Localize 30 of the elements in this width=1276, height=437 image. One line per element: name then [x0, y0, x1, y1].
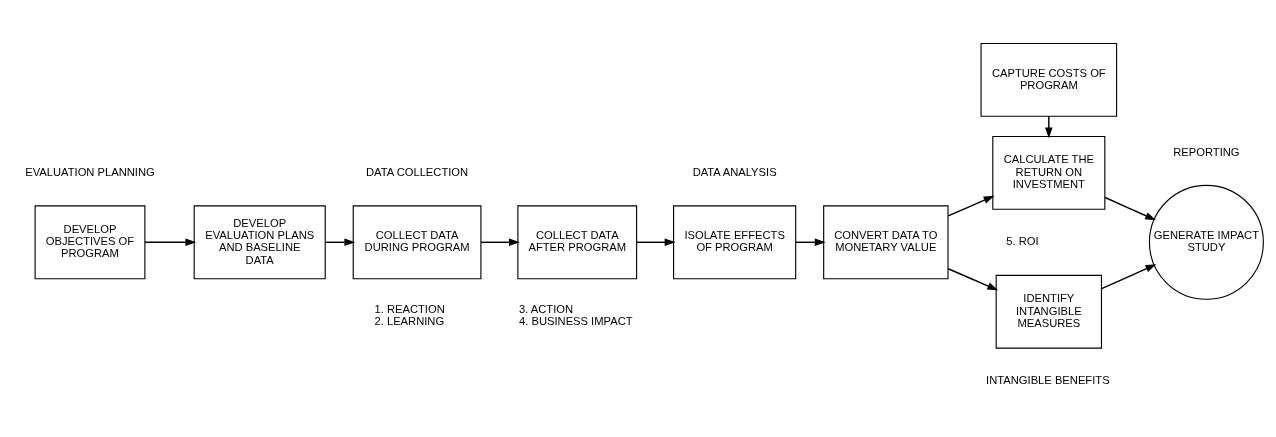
arrow [1103, 196, 1156, 221]
label: DATA ANALYSIS [692, 165, 777, 178]
node-label: 4. BUSINESS IMPACT [518, 315, 633, 328]
node-box: CALCULATE THE RETURN ON INVESTMENT [991, 135, 1105, 210]
arrow [1044, 115, 1053, 139]
node-box: DEVELOP EVALUATION PLANS AND BASELINE DATA [193, 205, 326, 280]
arrow [635, 238, 675, 247]
label: REPORTING [1172, 145, 1240, 158]
arrow [324, 238, 355, 247]
node-label: INTANGIBLE BENEFITS [985, 374, 1110, 386]
node-label: 2. LEARNING [374, 315, 444, 328]
node-box: IDENTIFY INTANGIBLE MEASURES [995, 274, 1102, 349]
node-label: 3. ACTION [518, 302, 573, 315]
node-box: CONVERT DATA TO MONETARY VALUE [822, 205, 949, 280]
node-box: CAPTURE COSTS OF PROGRAM [980, 42, 1117, 117]
arrow [143, 238, 196, 247]
node-box: DEVELOP OBJECTIVES OF PROGRAM [34, 205, 145, 280]
node-box: COLLECT DATA AFTER PROGRAM [516, 205, 637, 280]
node-box: COLLECT DATA DURING PROGRAM [352, 205, 481, 280]
arrow [946, 268, 998, 291]
node-circle: GENERATE IMPACT STUDY [1148, 184, 1264, 300]
node-label: 5. ROI [1005, 235, 1039, 248]
arrow [946, 195, 994, 217]
arrow [794, 238, 826, 247]
label: DATA COLLECTION [365, 165, 468, 178]
node-label: 1. REACTION [374, 302, 445, 315]
arrow [479, 238, 520, 247]
node-box: ISOLATE EFFECTS OF PROGRAM [672, 205, 796, 280]
label: EVALUATION PLANNING [24, 165, 155, 178]
arrow [1100, 264, 1156, 290]
